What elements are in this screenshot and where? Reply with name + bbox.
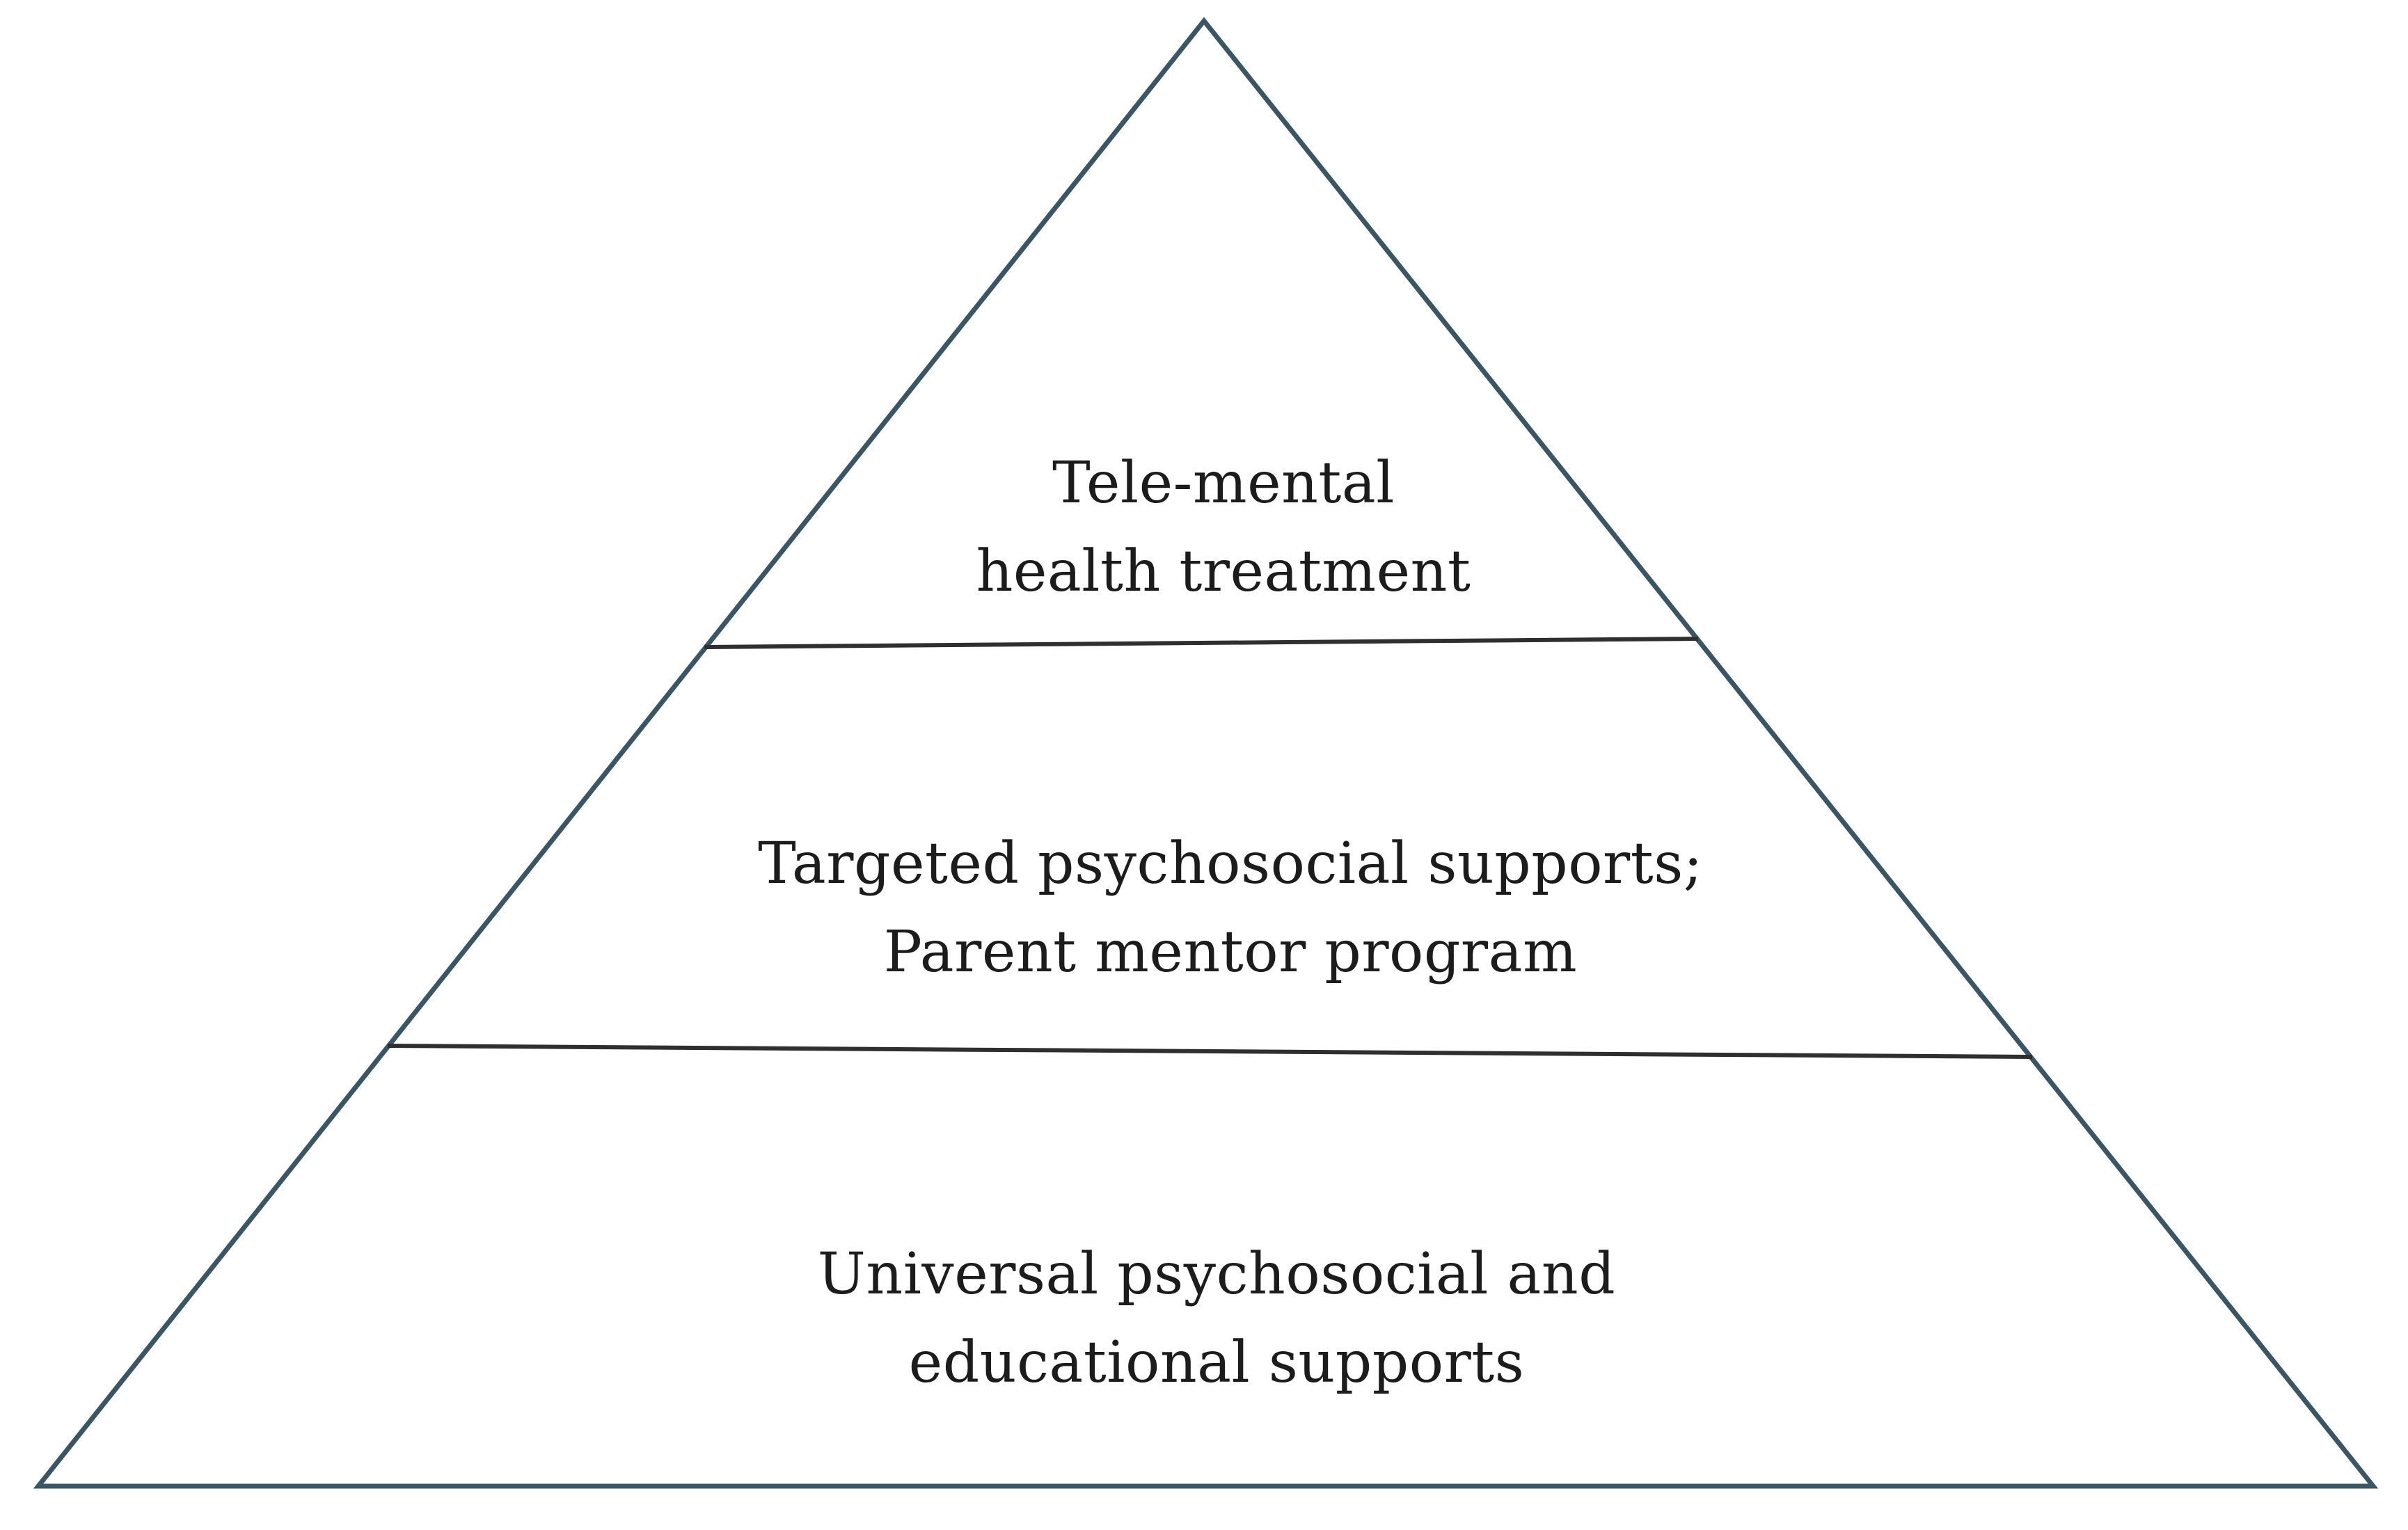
tier-3-label: Universal psychosocial and educational s… [818, 1230, 1615, 1407]
tier-1-line-1: Tele-mental [1052, 450, 1395, 516]
tier-2-line-2: Parent mentor program [883, 919, 1578, 985]
pyramid-outline [33, 17, 2379, 1489]
tier-divider-top [704, 637, 1699, 649]
tier-1-line-2: health treatment [976, 539, 1471, 605]
tier-1-label: Tele-mental health treatment [976, 439, 1471, 616]
tier-3-line-1: Universal psychosocial and [817, 1241, 1616, 1307]
tier-divider-bottom [387, 1044, 2033, 1059]
tier-2-label: Targeted psychosocial supports; Parent m… [758, 820, 1703, 996]
tier-2-line-1: Targeted psychosocial supports; [758, 831, 1703, 897]
tier-3-line-2: educational supports [908, 1330, 1525, 1396]
